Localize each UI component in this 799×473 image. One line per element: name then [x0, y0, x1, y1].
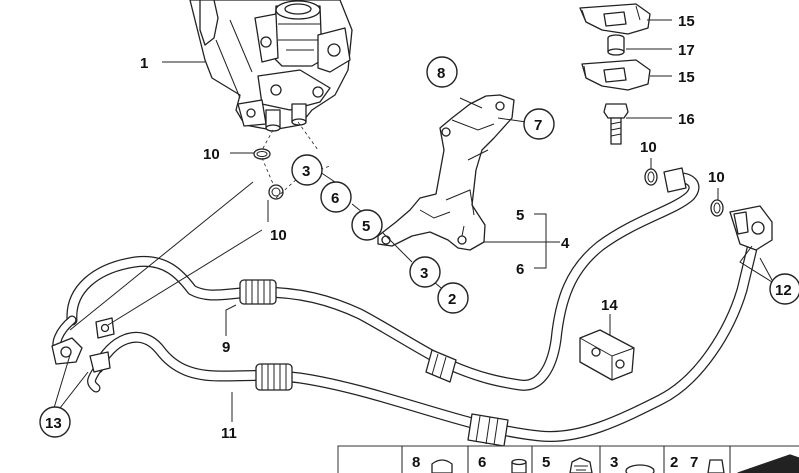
callout-7-circle — [523, 108, 555, 140]
callout-17: 17 — [678, 42, 695, 59]
strip-label-6: 6 — [478, 454, 486, 471]
strip-label-2: 2 — [670, 454, 678, 471]
o-ring-pump-upper — [253, 148, 271, 160]
callout-3-lower: 3 — [420, 265, 428, 282]
callout-10-right-b: 10 — [708, 169, 725, 186]
callout-10-pump-lower: 10 — [270, 227, 287, 244]
callout-labels: 1 8 7 10 10 3 6 5 3 2 5 4 6 15 17 15 16 … — [39, 13, 799, 442]
callout-14-text: 14 — [601, 297, 618, 314]
rubber-mount-block — [579, 329, 635, 381]
parts-strip: 8 6 5 3 2 7 — [337, 445, 799, 473]
callout-8: 8 — [437, 65, 445, 82]
strip-part-7-icon — [707, 459, 725, 473]
strip-label-5: 5 — [542, 454, 550, 471]
leader-lines — [53, 19, 773, 422]
callout-3-lower-circle — [409, 256, 441, 288]
callout-3-upper-circle — [291, 154, 323, 186]
callout-7: 7 — [534, 117, 542, 134]
o-ring-right-b — [710, 199, 724, 217]
hose-end-fitting-right — [663, 167, 773, 251]
o-ring-pump-lower — [268, 184, 284, 200]
callout-6-upper: 6 — [331, 190, 339, 207]
strip-label-3: 3 — [610, 454, 618, 471]
callout-10-right-a: 10 — [640, 139, 657, 156]
strip-label-7: 7 — [690, 454, 698, 471]
callout-16: 16 — [678, 111, 695, 128]
hex-bolt — [603, 103, 629, 145]
callout-5-group: 5 — [516, 207, 524, 224]
hose-end-fitting-left — [51, 315, 115, 393]
callout-13: 13 — [45, 415, 62, 432]
power-steering-pump — [189, 0, 353, 132]
callout-6-group: 6 — [516, 261, 524, 278]
callout-10-pump-upper: 10 — [203, 146, 220, 163]
callout-8-circle — [426, 56, 458, 88]
spacer-sleeve — [607, 34, 625, 56]
callout-2: 2 — [448, 291, 456, 308]
strip-part-wedge-icon — [737, 454, 799, 473]
callout-3-upper: 3 — [302, 163, 310, 180]
callout-4: 4 — [561, 235, 570, 252]
return-hose-9 — [66, 172, 700, 391]
callout-2-circle — [437, 282, 469, 314]
callout-12-circle — [769, 273, 799, 305]
callout-15-lower: 15 — [678, 69, 695, 86]
strip-part-3-icon — [625, 464, 655, 473]
pressure-hose-11 — [92, 230, 761, 447]
callout-5-circle — [351, 209, 383, 241]
bracket-assembly — [377, 94, 515, 251]
callout-13-circle — [39, 406, 71, 438]
callout-11: 11 — [221, 425, 237, 442]
hose-clamp-lower — [581, 59, 651, 91]
hose-clamp-upper — [579, 3, 651, 35]
callout-15-upper: 15 — [678, 13, 695, 30]
callout-1: 1 — [140, 55, 148, 72]
strip-part-8-icon — [431, 459, 453, 473]
callout-9: 9 — [222, 339, 230, 356]
callout-6-circle — [320, 181, 352, 213]
callout-5-upper: 5 — [362, 218, 370, 235]
callout-12: 12 — [775, 282, 792, 299]
o-ring-right-a — [644, 168, 658, 186]
strip-label-8: 8 — [412, 454, 420, 471]
